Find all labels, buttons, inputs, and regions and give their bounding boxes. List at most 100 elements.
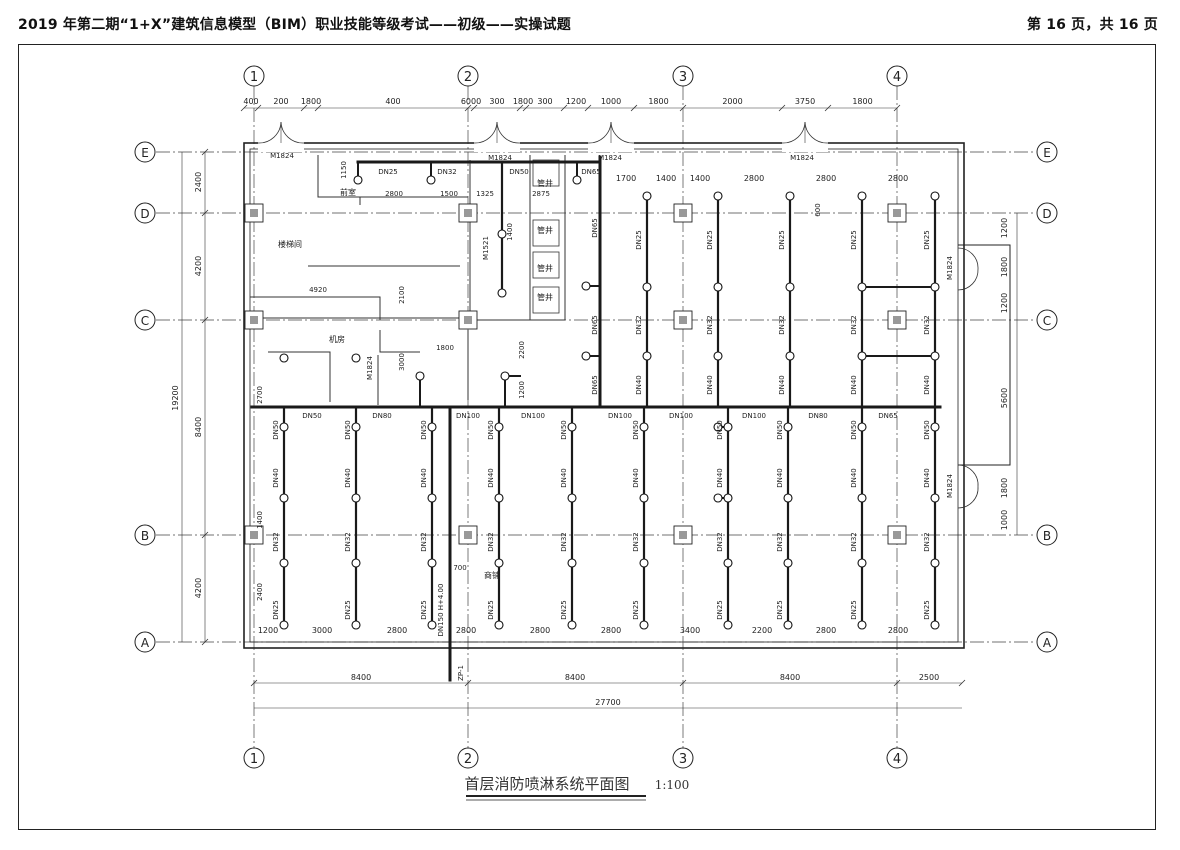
branch-pipe-size: DN40 [850,468,858,488]
top-dim-value: 400 [385,97,400,106]
column-hatch [893,531,901,539]
branch-pipe-size: DN50 [716,420,724,440]
grid-bubble-3 [672,65,694,87]
sprinkler-head [567,422,577,432]
upper-pipe-size: DN32 [778,315,786,335]
top-dim-value: 300 [537,97,552,106]
grid-number-3: 3 [679,70,687,85]
grid-bubble-4 [886,65,908,87]
dim-tick [560,104,568,112]
dim-tick [516,104,524,112]
right-porch [958,244,1011,466]
room-label: 管井 [537,263,553,273]
misc-dimension: 1150 [340,161,348,179]
branch-spacing: 1200 [258,626,278,635]
sprinkler-head [785,282,795,292]
branch-pipe-size: DN50 [776,420,784,440]
upper-spacing: 2800 [816,174,836,183]
sprinkler-head [857,282,867,292]
sprinkler-head [427,558,437,568]
sprinkler-head [494,620,504,630]
column-hatch [679,209,687,217]
sprinkler-head [639,422,649,432]
sprinkler-head [497,288,507,298]
dim-tick [584,104,592,112]
dim-tick [630,104,638,112]
branch-spacing: 2800 [456,626,476,635]
column-hatch [464,316,472,324]
grid-bubble-A [1036,631,1058,653]
sprinkler-head [857,422,867,432]
upper-pipe-size: DN25 [706,230,714,250]
grid-bubble-B [1036,524,1058,546]
dn65-label: DN65 [591,375,599,395]
dim-tick [464,679,472,687]
misc-dimension: 1325 [476,190,494,198]
door-swing [587,121,612,144]
dim-tick [201,638,209,646]
pipe-shaft [532,219,560,247]
column-hatch [893,316,901,324]
door-swing [496,121,521,144]
sprinkler-head [351,353,361,363]
sprinkler-head [279,422,289,432]
sprinkler-head [581,351,591,361]
misc-dimension: 2875 [532,190,550,198]
grid-bubble-C [1036,309,1058,331]
left-dim-value: 8400 [194,417,203,437]
door-label: M1824 [790,154,814,162]
sprinkler-head [642,282,652,292]
door-label: M1521 [482,236,490,260]
branch-pipe-size: DN25 [716,600,724,620]
grid-bubble-2 [457,747,479,769]
branch-pipe-size: DN25 [776,600,784,620]
top-dim-value: 1800 [852,97,872,106]
door-gap [258,140,304,152]
column-hatch [679,316,687,324]
upper-pipe-size: DN32 [850,315,858,335]
branch-pipe-size: DN32 [420,532,428,552]
upper-spacing: 2800 [744,174,764,183]
dim-tick [679,679,687,687]
sprinkler-head [930,282,940,292]
sprinkler-head [857,191,867,201]
dim-tick [300,104,308,112]
branch-pipe-size: DN40 [923,468,931,488]
door-label: M1824 [270,152,294,160]
dim-tick [314,104,322,112]
left-dim-value: 2400 [194,172,203,192]
sprinkler-head [713,422,723,432]
dim-tick [250,679,258,687]
misc-dimension: 700 [453,564,466,572]
sprinkler-head [713,351,723,361]
top-dim-value: 300 [489,97,504,106]
door-gap [782,140,828,152]
pipe-shaft [532,159,560,187]
grid-bubble-D [134,202,156,224]
room-label: 机房 [329,334,345,344]
branch-pipe-size: DN25 [487,600,495,620]
grid-bubble-B [134,524,156,546]
sprinkler-head [497,229,507,239]
upper-pipe-size: DN25 [923,230,931,250]
dim-tick [201,148,209,156]
branch-spacing: 3400 [680,626,700,635]
branch-spacing: 2800 [530,626,550,635]
dn65-label: DN65 [591,218,599,238]
grid-bubble-1 [243,65,265,87]
upper-spacing: 2800 [888,174,908,183]
grid-bubble-D [1036,202,1058,224]
column-hatch [893,209,901,217]
misc-dimension: 1400 [506,223,514,241]
top-dim-value: 1800 [648,97,668,106]
branch-pipe-size: DN40 [776,468,784,488]
column-hatch [250,209,258,217]
column-hatch [250,316,258,324]
sprinkler-head [279,493,289,503]
grid-letter-A: A [1043,636,1052,650]
grid-bubble-1 [243,747,265,769]
sprinkler-head [723,620,733,630]
door-label: M1824 [946,474,954,498]
branch-pipe-size: DN25 [420,600,428,620]
